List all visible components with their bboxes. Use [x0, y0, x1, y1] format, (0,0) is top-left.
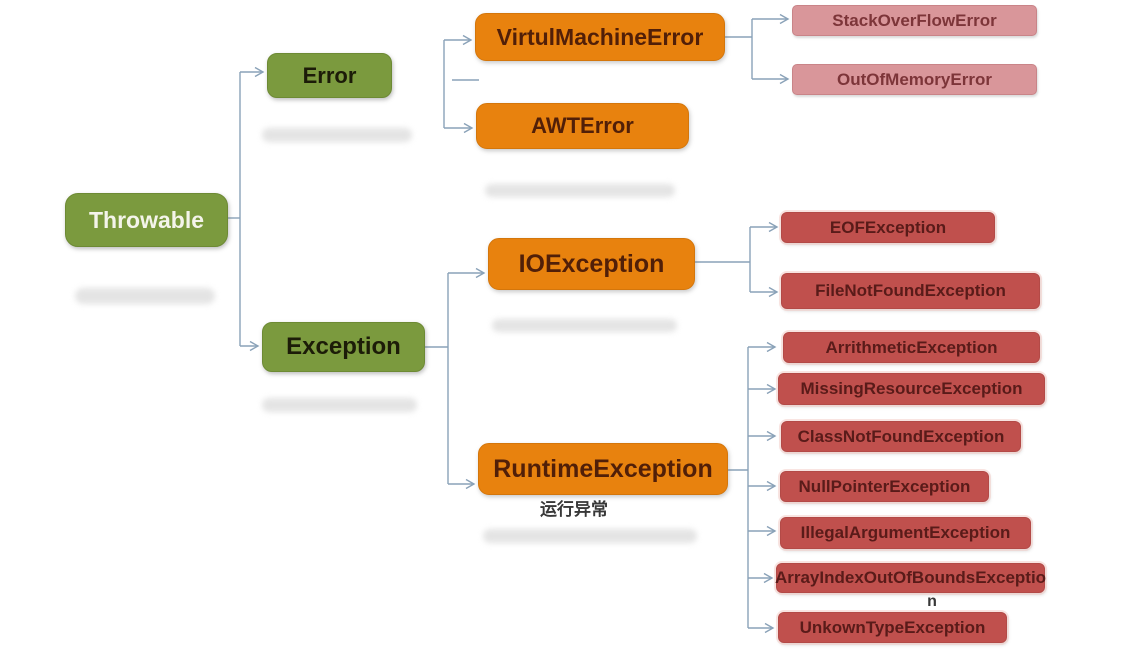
node-label: ArrayIndexOutOfBoundsExceptio: [774, 568, 1047, 587]
node-file-not-found-exception: FileNotFoundException: [781, 273, 1040, 309]
arrowhead-icon: [763, 572, 774, 584]
array-index-wrapped-char: n: [927, 593, 937, 610]
node-label: Error: [302, 62, 357, 88]
node-runtime-exception: RuntimeException: [478, 443, 728, 495]
arrowhead-icon: [463, 122, 474, 134]
node-null-pointer-exception: NullPointerException: [780, 471, 989, 502]
arrowhead-icon: [766, 341, 777, 353]
runtime-exception-chinese-caption: 运行异常: [540, 499, 608, 519]
node-missing-resource-exception: MissingResourceException: [778, 373, 1045, 405]
arrowhead-icon: [766, 480, 777, 492]
arrowhead-icon: [766, 430, 777, 442]
node-class-not-found-exception: ClassNotFoundException: [781, 421, 1021, 452]
arrowhead-icon: [766, 525, 777, 537]
arrowhead-icon: [462, 34, 473, 46]
node-label: Throwable: [88, 206, 204, 233]
node-label: AWTError: [531, 113, 634, 138]
node-out-of-memory-error: OutOfMemoryError: [792, 64, 1037, 95]
blurred-text-bar: [262, 128, 412, 142]
blurred-text-bar: [75, 288, 215, 304]
node-error: Error: [267, 53, 392, 98]
node-label: StackOverFlowError: [832, 10, 997, 30]
node-label: IllegalArgumentException: [800, 523, 1011, 542]
arrowhead-icon: [766, 383, 777, 395]
node-stack-overflow-error: StackOverFlowError: [792, 5, 1037, 36]
arrowhead-icon: [249, 340, 260, 352]
node-exception: Exception: [262, 322, 425, 372]
node-label: IOException: [518, 249, 665, 278]
blurred-text-bar: [492, 319, 677, 332]
arrowhead-icon: [779, 73, 790, 85]
node-illegal-argument-exception: IllegalArgumentException: [780, 517, 1031, 549]
node-label: NullPointerException: [798, 476, 971, 496]
blurred-text-bar: [262, 398, 417, 412]
node-label: UnkownTypeException: [799, 617, 986, 637]
node-throwable: Throwable: [65, 193, 228, 247]
node-array-index-out-of-bounds-exception: ArrayIndexOutOfBoundsExceptio: [774, 563, 1047, 593]
node-label: VirtulMachineError: [496, 23, 704, 50]
node-label: OutOfMemoryError: [837, 69, 992, 89]
arrowhead-icon: [768, 221, 779, 233]
node-awt-error: AWTError: [476, 103, 689, 149]
node-label: ClassNotFoundException: [797, 426, 1005, 446]
node-virtul-machine-error: VirtulMachineError: [475, 13, 725, 61]
node-label: RuntimeException: [493, 454, 713, 483]
arrowhead-icon: [764, 622, 775, 634]
node-label: MissingResourceException: [800, 379, 1023, 398]
arrowhead-icon: [465, 478, 476, 490]
node-label: Exception: [286, 333, 401, 360]
node-io-exception: IOException: [488, 238, 695, 290]
node-arrithmetic-exception: ArrithmeticException: [783, 332, 1040, 363]
node-label: FileNotFoundException: [815, 281, 1006, 300]
arrowhead-icon: [779, 13, 790, 25]
arrowhead-icon: [475, 267, 486, 279]
node-unkown-type-exception: UnkownTypeException: [778, 612, 1007, 643]
blurred-text-bar: [485, 184, 675, 197]
node-label: EOFException: [829, 217, 947, 237]
node-eof-exception: EOFException: [781, 212, 995, 243]
blurred-text-bar: [483, 529, 697, 543]
arrowhead-icon: [254, 66, 265, 78]
arrowhead-icon: [768, 286, 779, 298]
node-label: ArrithmeticException: [825, 337, 998, 357]
